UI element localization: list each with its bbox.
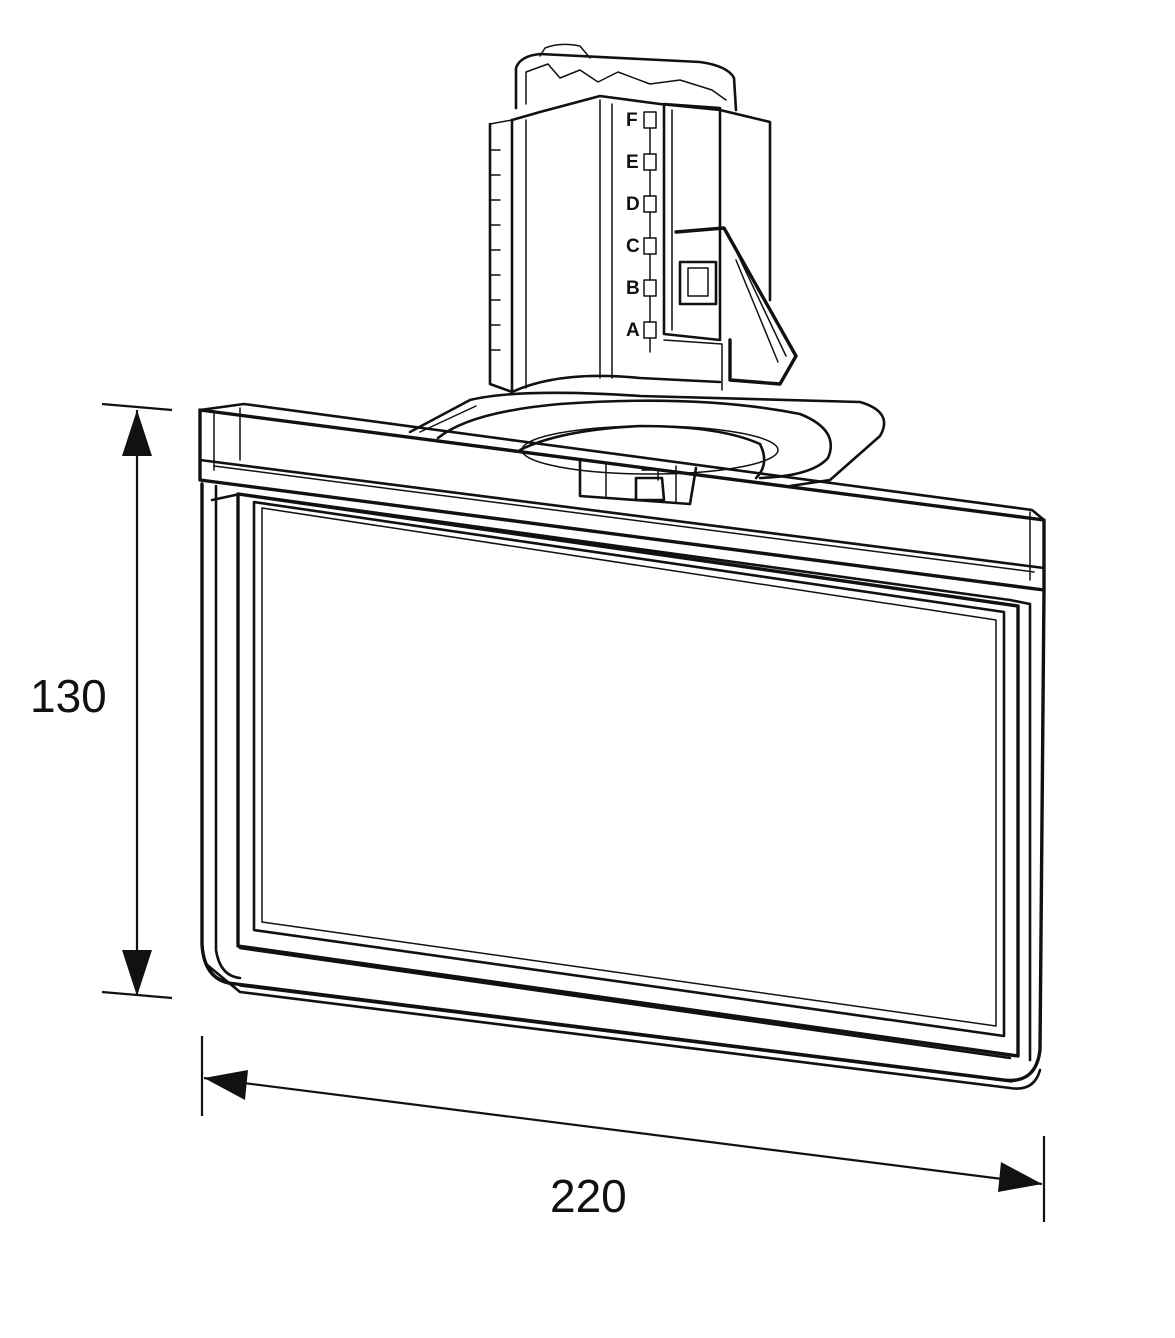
terminal-label-c: C xyxy=(626,236,640,257)
terminal-label-d: D xyxy=(626,194,640,215)
terminal-label-a: A xyxy=(626,320,640,341)
arrow-right-icon xyxy=(998,1162,1042,1192)
arrow-left-icon xyxy=(204,1070,248,1100)
lamp-housing xyxy=(198,402,1046,1090)
mounting-plate xyxy=(408,391,886,506)
width-dimension: 220 xyxy=(200,1036,1046,1222)
arrow-down-icon xyxy=(122,950,152,996)
arrow-up-icon xyxy=(122,410,152,456)
width-label: 220 xyxy=(550,1170,627,1222)
terminal-label-e: E xyxy=(626,152,639,173)
terminal-pins xyxy=(643,111,657,353)
track-adapter: F E D C B A xyxy=(488,43,798,394)
terminal-label-f: F xyxy=(626,110,638,131)
height-dimension: 130 xyxy=(30,402,173,1000)
terminal-label-b: B xyxy=(626,278,640,299)
locking-lever xyxy=(674,226,798,386)
height-label: 130 xyxy=(30,670,107,722)
side-ribs xyxy=(489,149,501,351)
